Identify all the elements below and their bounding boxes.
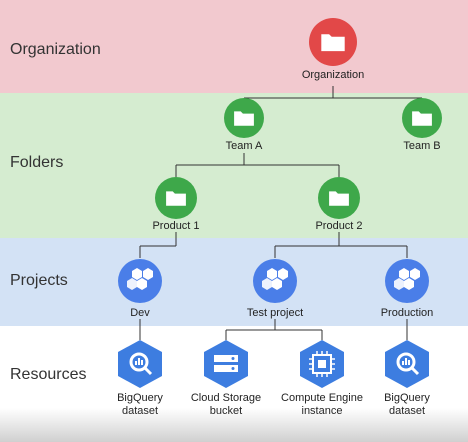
- organization-node-label: Organization: [301, 69, 365, 81]
- product-2-node: [318, 177, 360, 219]
- team-b-node: [402, 98, 442, 138]
- production-project-node: [385, 259, 429, 303]
- team-b-node-label: Team B: [403, 140, 441, 152]
- bigquery-resource-2: [385, 340, 429, 388]
- cloud-storage-label: Cloud Storage bucket: [190, 392, 262, 417]
- connector-lines: [139, 86, 423, 340]
- level-label-organization: Organization: [10, 41, 101, 58]
- bigquery-2-label: BigQuery dataset: [384, 392, 430, 417]
- dev-node-label: Dev: [130, 307, 150, 319]
- organization-band: [0, 0, 468, 93]
- bigquery-icon: [396, 352, 420, 376]
- bottom-shadow: [0, 408, 468, 442]
- compute-engine-label: Compute Engine instance: [281, 392, 363, 417]
- product-1-node-label: Product 1: [152, 220, 200, 232]
- team-a-node-label: Team A: [225, 140, 263, 152]
- compute-engine-resource: [300, 340, 344, 388]
- level-label-resources: Resources: [10, 366, 87, 383]
- dev-project-node: [118, 259, 162, 303]
- bigquery-1-label: BigQuery dataset: [117, 392, 163, 417]
- test-project-node: [253, 259, 297, 303]
- bigquery-resource-1: [118, 340, 162, 388]
- chip-icon: [309, 351, 335, 377]
- level-label-projects: Projects: [10, 272, 68, 289]
- production-node-label: Production: [380, 307, 434, 319]
- storage-icon: [214, 355, 238, 372]
- test-project-node-label: Test project: [246, 307, 304, 319]
- organization-node: [309, 18, 357, 66]
- bigquery-icon: [129, 352, 153, 376]
- product-1-node: [155, 177, 197, 219]
- level-label-folders: Folders: [10, 154, 64, 171]
- cloud-storage-resource: [204, 340, 248, 388]
- team-a-node: [224, 98, 264, 138]
- product-2-node-label: Product 2: [315, 220, 363, 232]
